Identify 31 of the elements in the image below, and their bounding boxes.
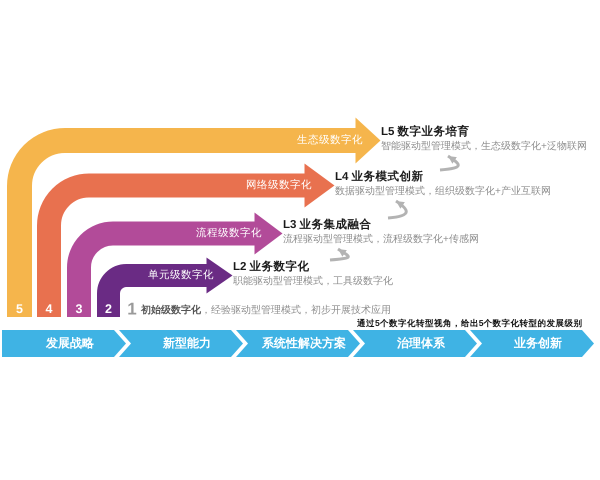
bent-arrow bbox=[7, 118, 380, 302]
curved-arrow bbox=[330, 248, 350, 262]
arrow-label: 生态级数字化 bbox=[297, 134, 363, 146]
level-description: 流程驱动型管理模式，流程级数字化+传感网 bbox=[283, 233, 479, 247]
number-box: 4 bbox=[37, 302, 61, 317]
process-step: 发展战略 bbox=[2, 330, 126, 357]
level-title: L2 业务数字化 bbox=[233, 260, 311, 275]
level-number: 1 bbox=[127, 300, 137, 320]
process-step: 新型能力 bbox=[119, 330, 243, 357]
curved-arrow bbox=[388, 200, 408, 220]
level-title: L5 数字业务培育 bbox=[381, 125, 471, 140]
arrow-label: 网络级数字化 bbox=[246, 180, 312, 192]
arrow-label: 单元级数字化 bbox=[148, 270, 214, 282]
curved-arrow bbox=[440, 154, 460, 172]
process-step: 系统性解决方案 bbox=[236, 330, 360, 357]
level-text: 初始级数字化，经验驱动型管理模式，初步开展技术应用 bbox=[141, 304, 391, 317]
number-box: 3 bbox=[67, 302, 91, 317]
level-title: L3 业务集成融合 bbox=[283, 218, 373, 233]
arrow-label: 流程级数字化 bbox=[196, 228, 262, 240]
level-title: L4 业务模式创新 bbox=[335, 170, 425, 185]
level-description: 智能驱动型管理模式，生态级数字化+泛物联网 bbox=[381, 140, 587, 154]
process-step: 治理体系 bbox=[353, 330, 477, 357]
process-step: 业务创新 bbox=[470, 330, 594, 357]
note-text: 通过5个数字化转型视角，给出5个数字化转型的发展级别 bbox=[357, 318, 583, 329]
bent-arrow bbox=[37, 164, 334, 302]
bent-arrow bbox=[67, 212, 282, 302]
number-box: 5 bbox=[7, 302, 32, 317]
number-box: 2 bbox=[97, 302, 120, 317]
level-description: 数据驱动型管理模式，组织级数字化+产业互联网 bbox=[335, 185, 551, 199]
level-description: 职能驱动型管理模式，工具级数字化 bbox=[233, 275, 393, 289]
bent-arrow bbox=[97, 258, 232, 305]
